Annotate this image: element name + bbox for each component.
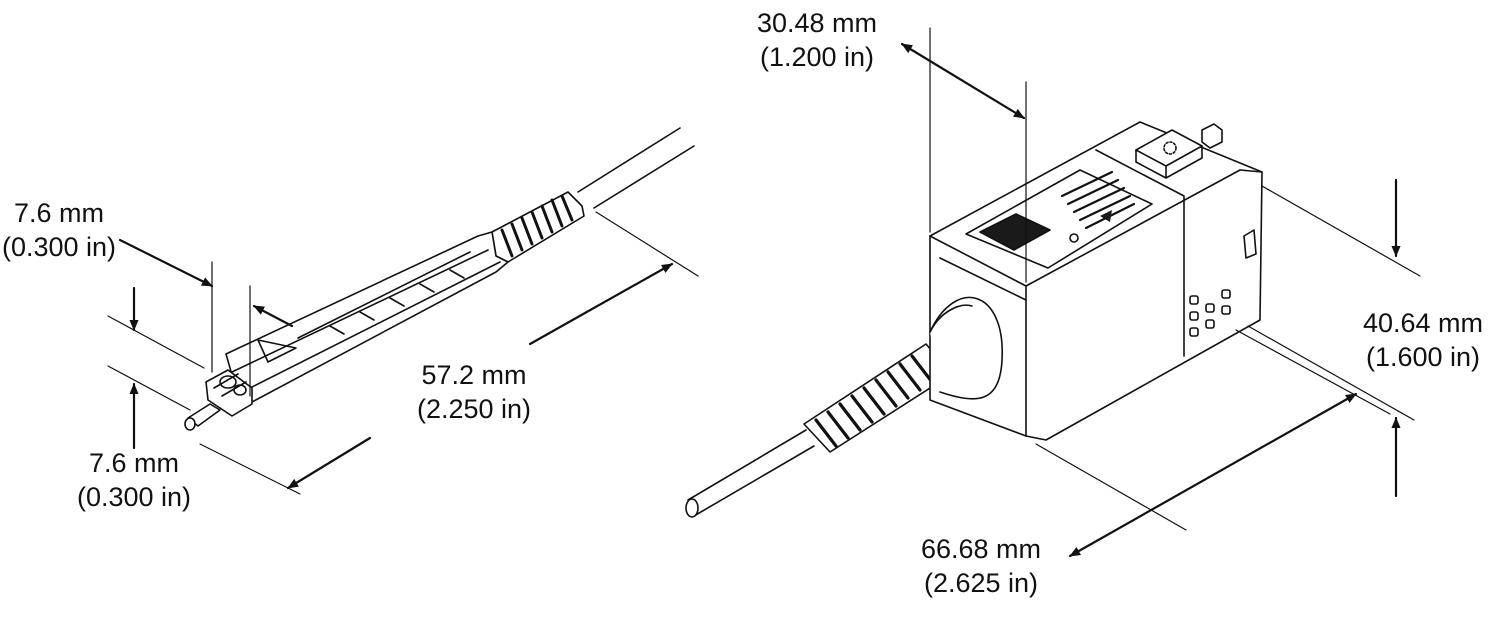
box-cable — [685, 429, 815, 518]
label-head-length-mm: 57.2 mm — [421, 360, 527, 390]
box-body — [929, 121, 1263, 441]
label-box-height-mm: 40.64 mm — [1362, 308, 1484, 338]
label-box-height-in: (1.600 in) — [1365, 342, 1481, 372]
label-box-length-in: (2.625 in) — [923, 568, 1039, 598]
label-box-depth: 30.48 mm (1.200 in) — [742, 6, 892, 74]
label-box-length: 66.68 mm (2.625 in) — [906, 532, 1056, 600]
probe-strain-relief — [491, 191, 585, 263]
box-top-button — [1135, 123, 1223, 179]
probe-tip — [184, 369, 253, 431]
label-tip-height: 7.6 mm (0.300 in) — [72, 446, 196, 514]
dim-head-length-lines — [199, 211, 699, 495]
label-box-depth-in: (1.200 in) — [759, 42, 875, 72]
label-tip-width-in: (0.300 in) — [1, 232, 117, 262]
box-side-vents — [1189, 229, 1257, 337]
dim-tip-width-lines — [118, 238, 294, 397]
probe-head — [107, 127, 699, 495]
dim-tip-height-lines — [107, 286, 205, 450]
label-tip-width-mm: 7.6 mm — [13, 198, 105, 228]
label-box-depth-mm: 30.48 mm — [756, 8, 878, 38]
label-box-length-mm: 66.68 mm — [920, 534, 1042, 564]
label-head-length-in: (2.250 in) — [416, 394, 532, 424]
probe-body — [225, 231, 509, 403]
probe-cable — [577, 127, 695, 209]
label-head-length: 57.2 mm (2.250 in) — [408, 358, 540, 426]
label-tip-height-mm: 7.6 mm — [88, 448, 180, 478]
dim-box-height-lines — [1247, 178, 1421, 498]
compensation-box — [685, 27, 1421, 558]
box-label-plate — [965, 169, 1153, 269]
label-tip-width: 7.6 mm (0.300 in) — [0, 196, 118, 264]
dim-box-depth-lines — [900, 27, 1027, 283]
label-tip-height-in: (0.300 in) — [76, 482, 192, 512]
dim-box-length-lines — [1035, 329, 1391, 558]
label-box-height: 40.64 mm (1.600 in) — [1352, 306, 1494, 374]
